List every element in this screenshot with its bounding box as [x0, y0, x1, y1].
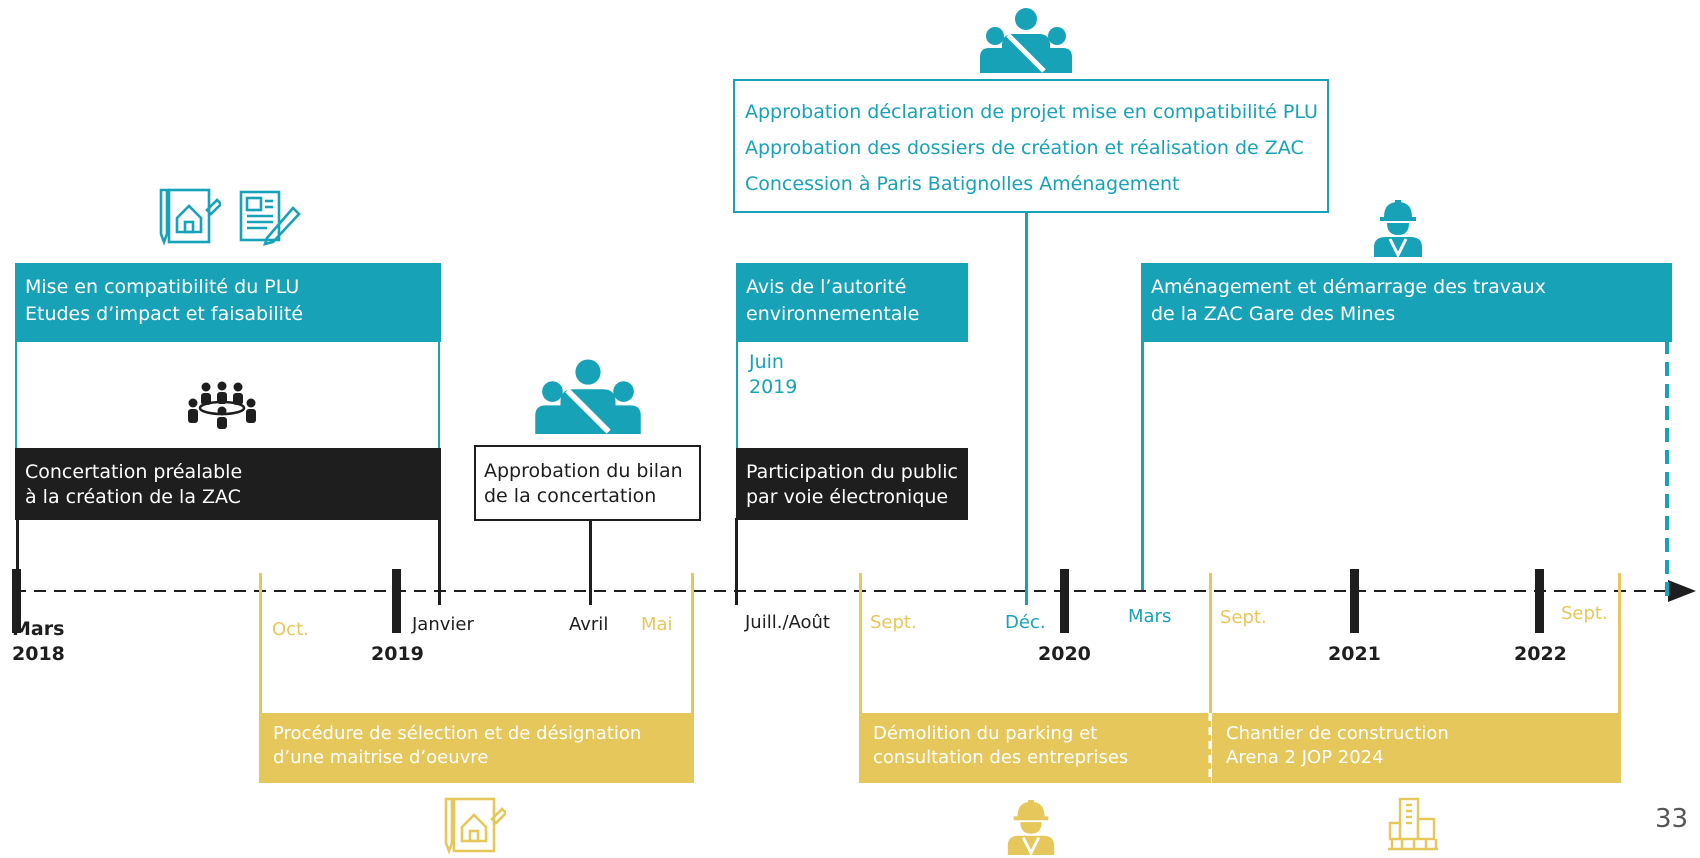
approval-line-1: Approbation déclaration de projet mise e… [745, 101, 1318, 123]
avis-box: Avis de l’autorité environnementale [736, 263, 968, 342]
tick-2020 [1060, 569, 1069, 633]
worker-icon-gold [1007, 799, 1055, 855]
bilan-line-2: de la concertation [484, 485, 657, 507]
year-label-2022: 2022 [1514, 643, 1567, 665]
building-icon [1388, 797, 1438, 851]
worker-icon [1374, 200, 1422, 257]
month-label-sept-2022: Sept. [1561, 603, 1608, 624]
amenagement-line-1: Aménagement et démarrage des travaux [1151, 276, 1546, 298]
connector-plu-right [438, 340, 440, 448]
concertation-line-1: Concertation préalable [25, 461, 243, 483]
meeting-table-icon [188, 381, 256, 429]
concertation-box: Concertation préalable à la création de … [15, 448, 441, 520]
demolition-box: Démolition du parking et consultation de… [859, 713, 1211, 783]
procedure-line-1: Procédure de sélection et de désignation [273, 723, 642, 744]
participation-line-2: par voie électronique [746, 486, 949, 508]
demolition-line-2: consultation des entreprises [873, 747, 1129, 768]
year-label-mars: Mars [12, 618, 65, 640]
approval-line-3: Concession à Paris Batignolles Aménageme… [745, 173, 1180, 195]
connector-sept-2019 [859, 573, 862, 713]
month-label-janvier: Janvier [412, 614, 474, 635]
connector-dec [1025, 212, 1028, 605]
gold-box-divider [1208, 713, 1212, 783]
chantier-line-1: Chantier de construction [1226, 723, 1449, 744]
connector-avis [736, 340, 738, 448]
connector-mars-2018 [16, 520, 19, 605]
approval-box: Approbation déclaration de projet mise e… [733, 79, 1329, 213]
avis-date-month: Juin [749, 351, 784, 373]
month-label-dec: Déc. [1005, 612, 1046, 633]
month-label-avril: Avril [569, 614, 609, 635]
assembly-icon [980, 8, 1072, 73]
assembly-icon-small [535, 359, 641, 434]
tick-2019 [392, 569, 401, 633]
year-label-2020: 2020 [1038, 643, 1091, 665]
month-label-juill-aout: Juill./Août [745, 612, 830, 633]
connector-sept-2020 [1209, 573, 1212, 713]
connector-dashed-end [1665, 340, 1669, 598]
month-label-oct: Oct. [272, 619, 309, 640]
avis-date-year: 2019 [749, 376, 798, 398]
year-label-2018: 2018 [12, 643, 65, 665]
plan-icon [159, 188, 221, 246]
connector-oct [259, 573, 262, 713]
amenagement-line-2: de la ZAC Gare des Mines [1151, 303, 1396, 325]
approval-line-2: Approbation des dossiers de création et … [745, 137, 1304, 159]
chantier-box: Chantier de construction Arena 2 JOP 202… [1212, 713, 1621, 783]
avis-line-1: Avis de l’autorité [746, 276, 907, 298]
document-pen-icon [239, 190, 301, 246]
connector-plu-left [15, 340, 17, 448]
participation-box: Participation du public par voie électro… [736, 448, 968, 520]
month-label-sept-2020: Sept. [1220, 607, 1267, 628]
bilan-line-1: Approbation du bilan [484, 460, 683, 482]
chantier-line-2: Arena 2 JOP 2024 [1226, 747, 1384, 768]
concertation-line-2: à la création de la ZAC [25, 486, 241, 508]
avis-line-2: environnementale [746, 303, 920, 325]
connector-avril [589, 518, 592, 605]
connector-mai [691, 573, 694, 713]
tick-2018 [12, 569, 21, 633]
month-label-mai: Mai [641, 614, 673, 635]
year-label-2019: 2019 [371, 643, 424, 665]
connector-mars-2020 [1141, 340, 1144, 590]
connector-juillet [735, 518, 738, 605]
bilan-box: Approbation du bilan de la concertation [474, 445, 701, 521]
tick-2022 [1535, 569, 1544, 633]
page-number: 33 [1655, 804, 1689, 834]
connector-janvier [438, 498, 441, 605]
timeline-axis [14, 580, 1696, 602]
plu-line-2: Etudes d’impact et faisabilité [25, 303, 304, 325]
demolition-line-1: Démolition du parking et [873, 723, 1098, 744]
connector-sept-2022 [1618, 573, 1621, 713]
participation-line-1: Participation du public [746, 461, 958, 483]
amenagement-box: Aménagement et démarrage des travaux de … [1141, 263, 1672, 342]
procedure-box: Procédure de sélection et de désignation… [259, 713, 694, 783]
year-label-2021: 2021 [1328, 643, 1381, 665]
tick-2021 [1350, 569, 1359, 633]
plu-line-1: Mise en compatibilité du PLU [25, 276, 300, 298]
procedure-line-2: d’une maitrise d’oeuvre [273, 747, 489, 768]
plu-box: Mise en compatibilité du PLU Etudes d’im… [15, 263, 441, 342]
plan-icon-gold [444, 797, 506, 855]
month-label-mars-2020: Mars [1128, 606, 1172, 627]
month-label-sept-2019: Sept. [870, 612, 917, 633]
avis-date: Juin 2019 [749, 350, 797, 400]
